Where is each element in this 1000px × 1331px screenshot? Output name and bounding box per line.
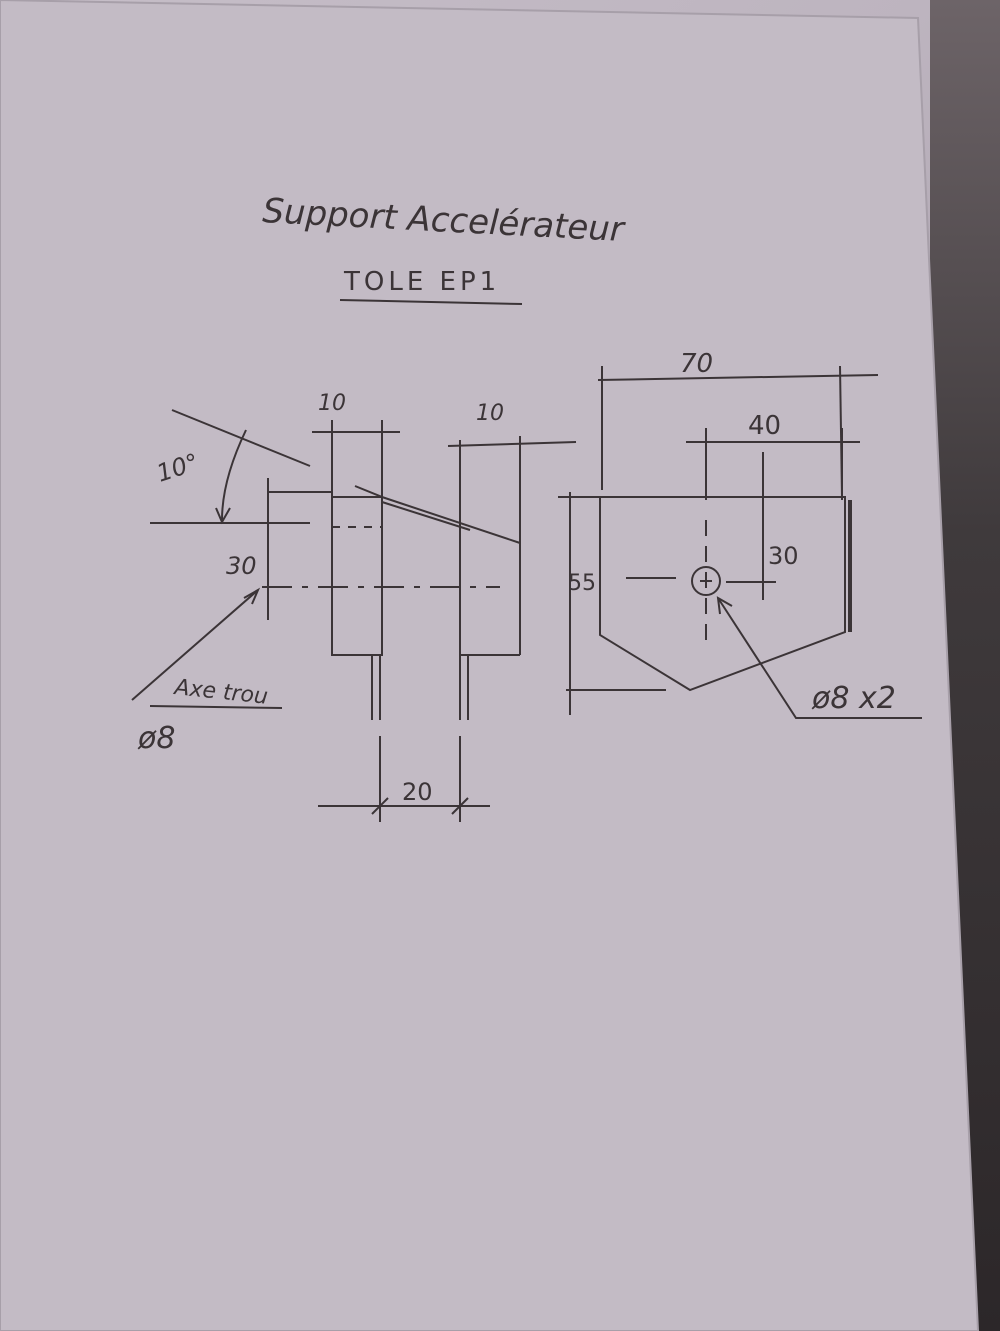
dim-10-right-line xyxy=(447,441,577,447)
hole-offset-value: 40 xyxy=(748,411,781,441)
material-label: TOLE EP1 xyxy=(343,267,500,297)
sloped-top-2 xyxy=(381,501,471,531)
dim-20-tick-a xyxy=(371,797,389,815)
angle-arrow xyxy=(215,507,231,525)
material-underline xyxy=(339,299,523,305)
front-view xyxy=(558,365,922,719)
hole-diameter-value: ø8 xyxy=(137,721,175,756)
axis-label-underline xyxy=(149,705,283,709)
hole xyxy=(691,566,721,596)
left-flange xyxy=(331,496,383,656)
dim-20-tick-b xyxy=(451,797,469,815)
overall-width-value: 70 xyxy=(680,349,713,379)
axis-leader xyxy=(131,589,259,701)
overall-height-value: 55 xyxy=(568,571,596,596)
axis-height-value: 30 xyxy=(226,552,257,580)
angle-arc xyxy=(221,429,247,521)
angle-line-inclined xyxy=(171,409,311,467)
dim-70-line xyxy=(597,374,879,381)
callout-leader xyxy=(717,597,922,719)
top-width-right-value: 10 xyxy=(476,401,504,426)
top-left-tick xyxy=(354,485,383,498)
side-view xyxy=(131,409,577,822)
callout-arrow xyxy=(716,596,733,615)
hole-height-value: 30 xyxy=(768,542,799,570)
axis-leader-arrow xyxy=(243,587,261,605)
sloped-top xyxy=(381,496,521,544)
top-width-left-value: 10 xyxy=(318,391,346,416)
hole-callout: ø8 x2 xyxy=(811,681,896,716)
bottom-spacing-value: 20 xyxy=(402,778,433,806)
